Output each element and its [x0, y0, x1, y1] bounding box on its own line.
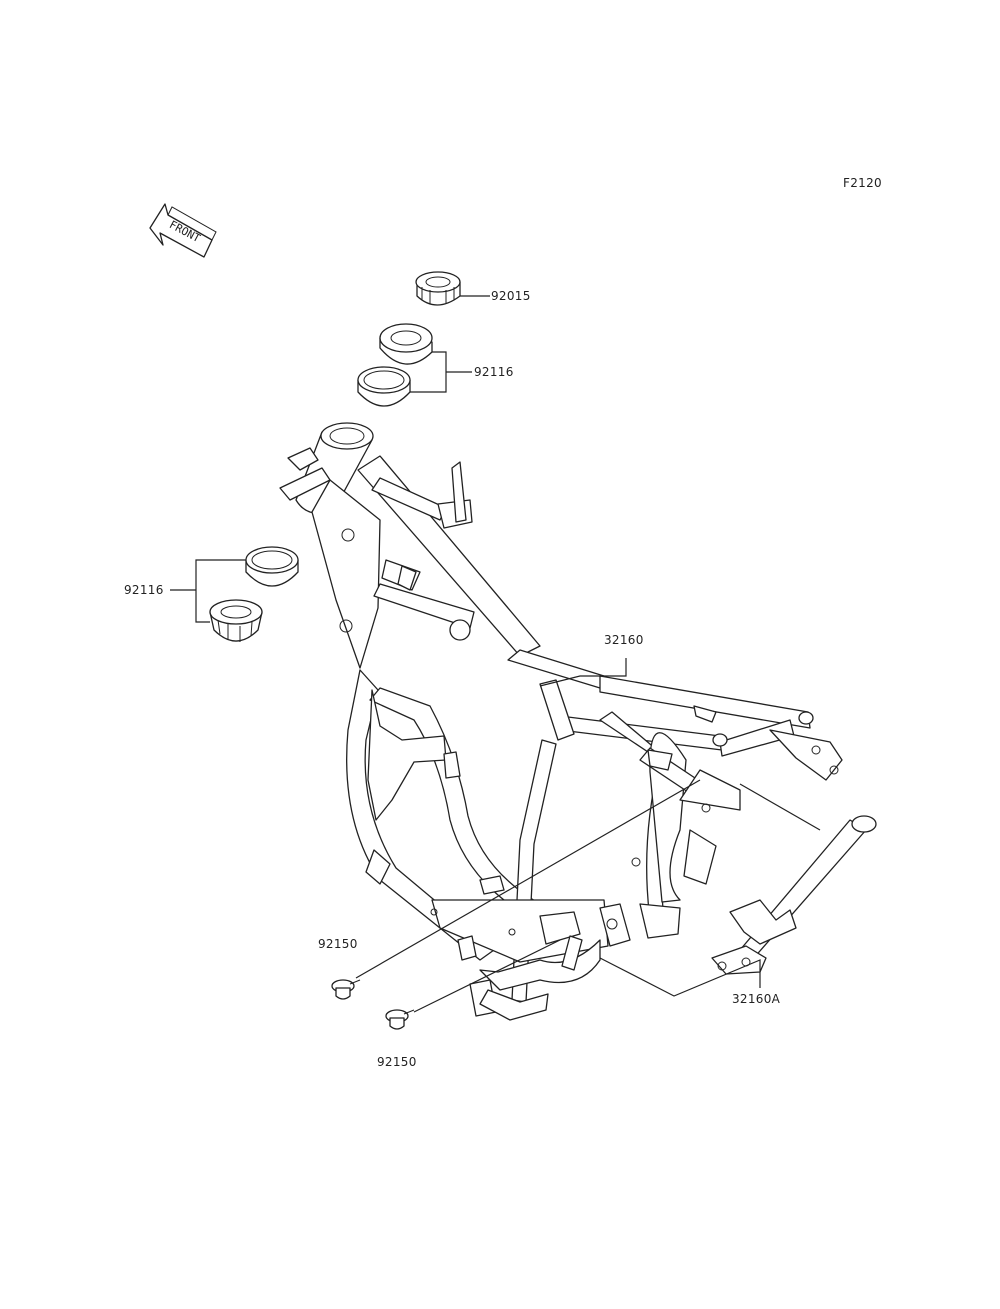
- bolt-upper: [331, 979, 361, 1000]
- upper-bearing: [379, 323, 433, 365]
- callout-bearing-lower: 92116: [124, 583, 164, 597]
- front-arrow-icon: FRONT: [149, 203, 217, 258]
- steering-locknut: [415, 271, 461, 306]
- callout-bolt-lower: 92150: [377, 1055, 417, 1069]
- bolt-lower: [385, 1009, 415, 1030]
- callout-bolt-upper: 92150: [318, 937, 358, 951]
- lower-tapered-bearing: [209, 599, 263, 642]
- callout-locknut: 92015: [491, 289, 531, 303]
- main-frame: [279, 422, 843, 1021]
- figure-code: F2120: [843, 176, 882, 190]
- lower-bearing-cup: [245, 546, 299, 587]
- leader-lines: [170, 295, 821, 1013]
- upper-bearing-cup: [357, 366, 411, 407]
- sub-frame: [711, 815, 877, 975]
- callout-subframe: 32160A: [732, 992, 781, 1006]
- callout-bearing-upper: 92116: [474, 365, 514, 379]
- callout-frame: 32160: [604, 633, 644, 647]
